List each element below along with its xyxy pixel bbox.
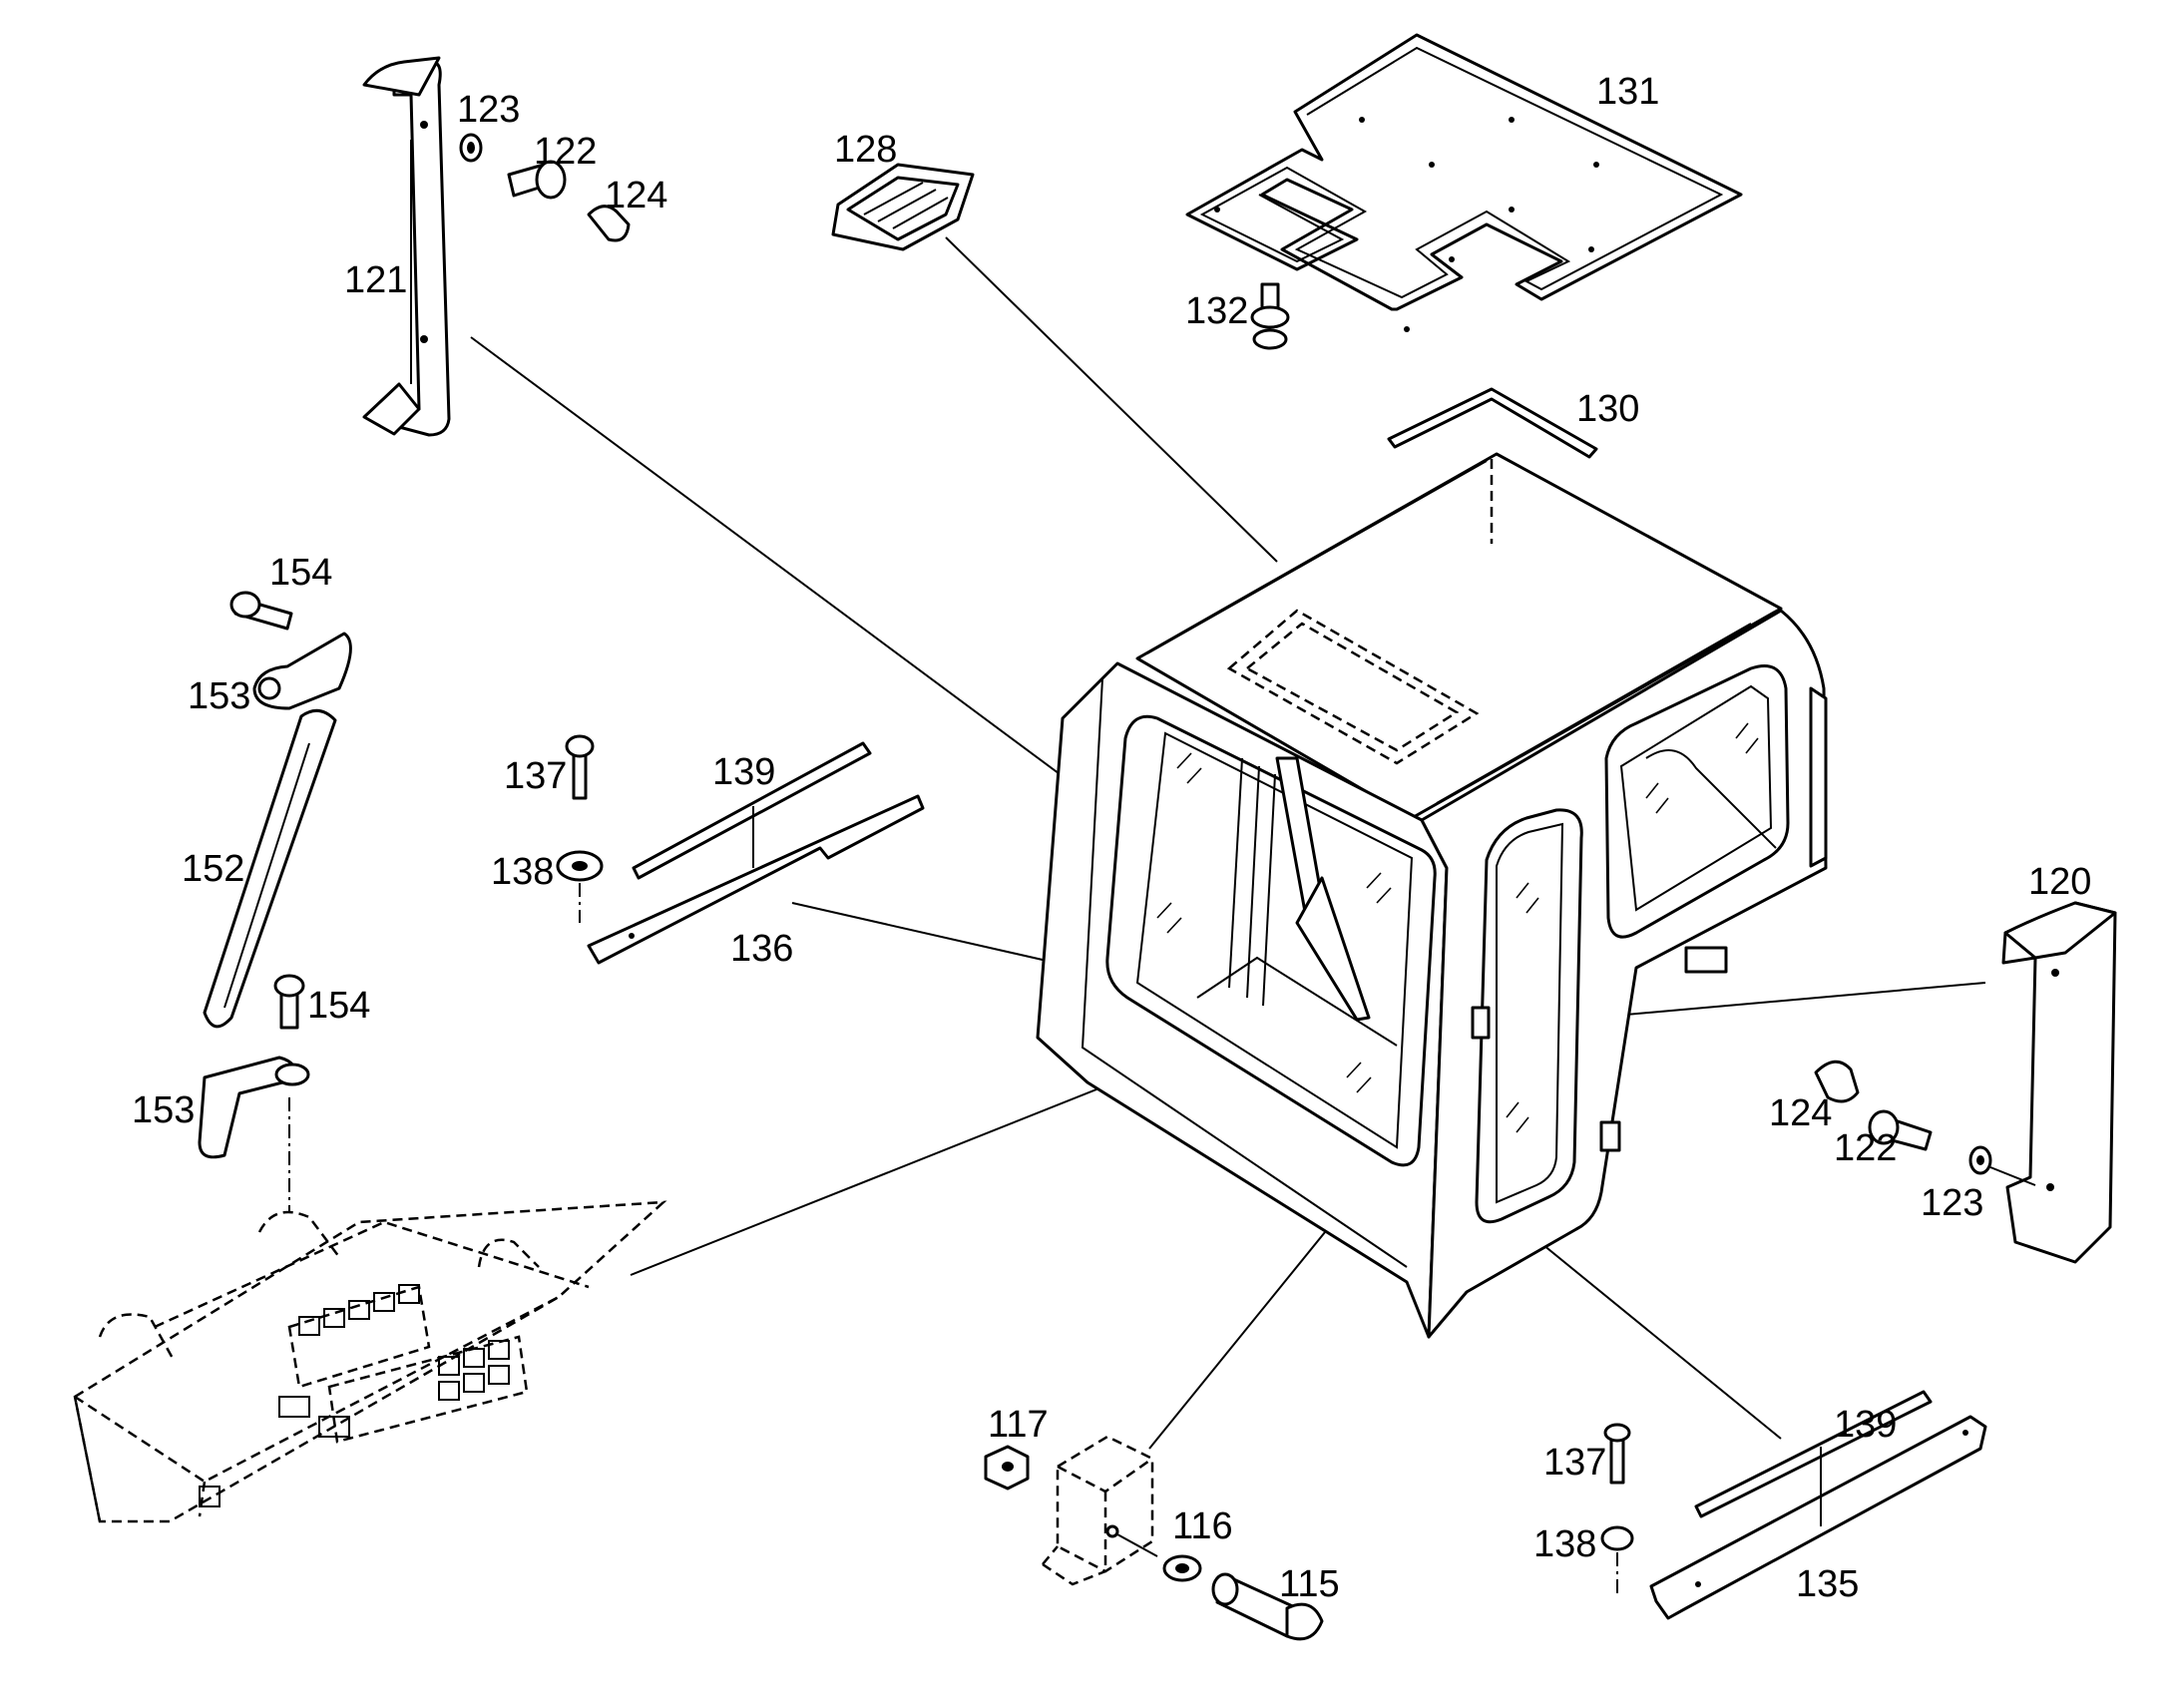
roof-panel-131 [1185,33,1743,332]
fasteners-upper-right [1814,1060,2036,1186]
label-137-left: 137 [504,755,567,797]
fasteners-137-138-right [1600,1423,1634,1596]
label-153-upper: 153 [188,675,250,717]
bracket-120 [2001,901,2117,1264]
label-137-right: 137 [1543,1442,1606,1484]
label-123-lower: 123 [1921,1182,1983,1224]
seal-130 [1387,387,1598,459]
label-132: 132 [1185,290,1248,332]
fasteners-137-138-left [556,734,604,923]
label-138-right: 138 [1533,1523,1596,1565]
label-117: 117 [988,1404,1049,1446]
part-labels: 115 116 117 120 121 122 122 123 123 124 … [132,71,2091,1605]
label-120: 120 [2028,861,2091,903]
label-124-upper: 124 [605,175,667,216]
label-124-lower: 124 [1769,1092,1832,1134]
bracket-121 [362,56,451,437]
bracket-153-upper [252,632,352,710]
rail-136 [587,741,925,965]
block-dashed [1042,1435,1158,1586]
label-136: 136 [730,928,793,970]
label-154-upper: 154 [269,552,332,594]
label-115: 115 [1279,1563,1340,1605]
vent-128 [831,163,975,251]
label-154-lower: 154 [307,985,370,1027]
fitting-115 [1211,1572,1324,1641]
screw-132 [1250,282,1290,350]
label-139-left: 139 [712,751,775,793]
washer-116 [1162,1554,1202,1582]
label-135: 135 [1796,1563,1859,1605]
label-138-left: 138 [491,851,554,893]
arm-152 [203,708,337,1029]
bolts-154 [229,591,305,1212]
label-121: 121 [344,259,407,301]
label-130: 130 [1576,388,1639,430]
bracket-153-lower [198,1056,310,1159]
fasteners-upper-left [459,133,631,242]
rail-135 [1649,1390,1987,1620]
label-128: 128 [834,129,897,171]
fastener-117 [984,1445,1030,1491]
label-139-right: 139 [1834,1404,1897,1446]
label-123-upper: 123 [457,89,520,131]
label-122-lower: 122 [1834,1127,1897,1169]
label-116: 116 [1172,1505,1233,1547]
console-assembly [73,1200,667,1523]
cab-assembly [1036,452,1828,1339]
label-152: 152 [182,848,244,890]
label-153-lower: 153 [132,1089,195,1131]
label-131: 131 [1596,71,1659,113]
label-122-upper: 122 [534,131,597,173]
